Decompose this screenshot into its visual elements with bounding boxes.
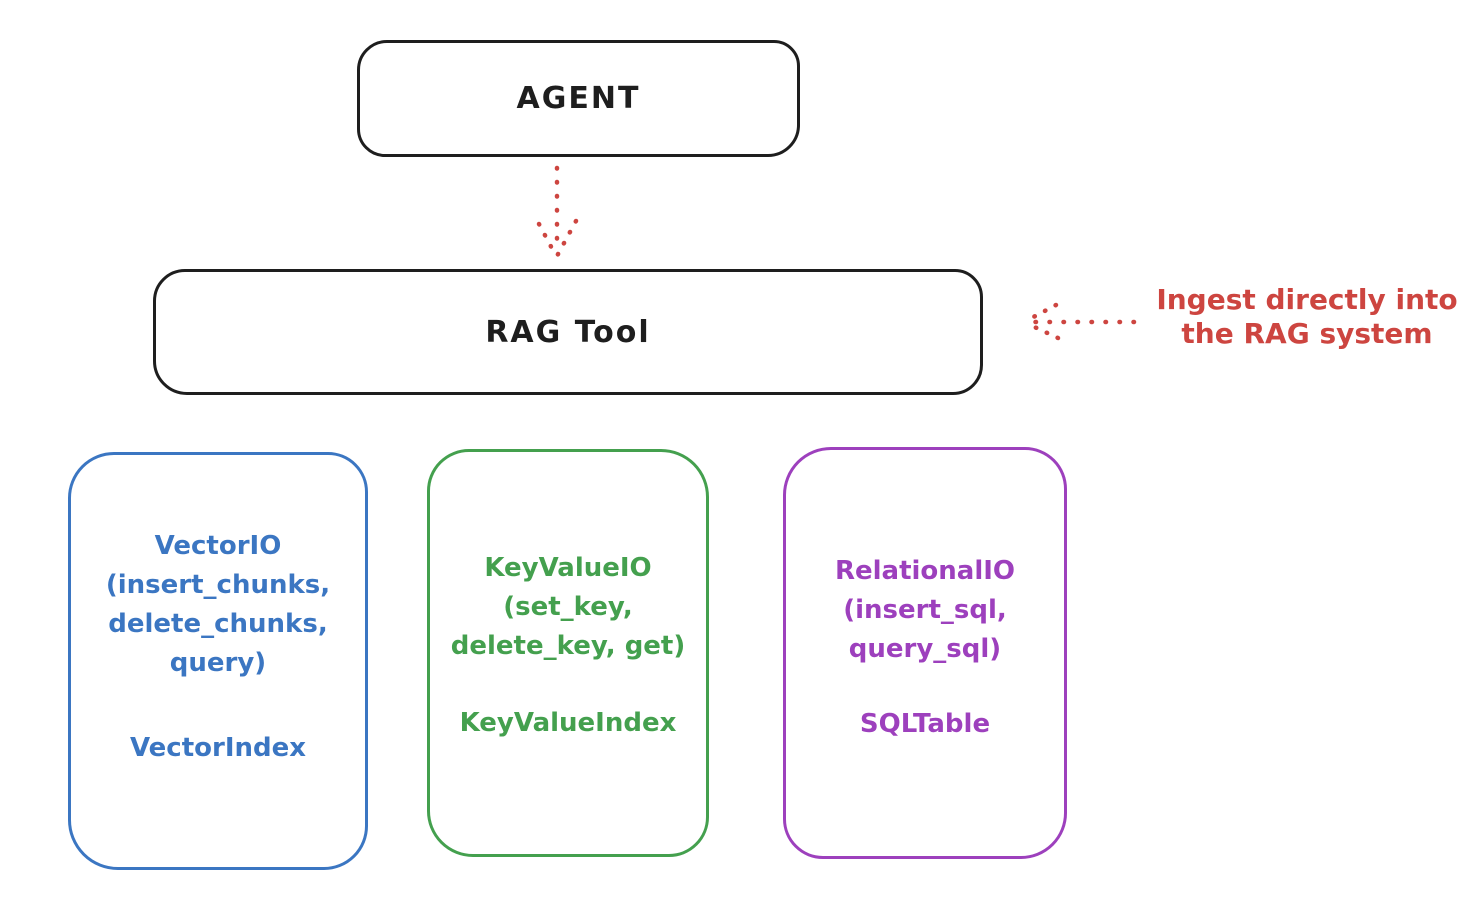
arrowhead-left-arm xyxy=(536,221,559,259)
vector-io-box: VectorIO (insert_chunks, delete_chunks, … xyxy=(68,452,368,870)
agent-node: AGENT xyxy=(357,40,800,157)
vector-io-title-line: delete_chunks, xyxy=(108,609,328,639)
keyvalue-io-title-line: delete_key, get) xyxy=(450,631,686,661)
vector-index-label: VectorIndex xyxy=(129,733,307,763)
annotation-line-1: Ingest directly into xyxy=(1156,283,1458,316)
annotation-dotted-arrow xyxy=(1023,302,1137,341)
keyvalue-io-title-line: KeyValueIO xyxy=(484,553,652,583)
vector-io-title-line: (insert_chunks, xyxy=(105,570,331,600)
agent-label: AGENT xyxy=(516,81,641,116)
keyvalue-io-box: KeyValueIO (set_key, delete_key, get) Ke… xyxy=(427,449,709,857)
keyvalue-index-label: KeyValueIndex xyxy=(459,708,677,738)
vector-io-title: VectorIO (insert_chunks, delete_chunks, … xyxy=(106,527,330,683)
relational-io-box: RelationalIO (insert_sql, query_sql) SQL… xyxy=(783,447,1067,859)
agent-to-ragtool-dotted-arrow xyxy=(536,165,579,259)
keyvalue-io-title-line: (set_key, xyxy=(503,592,633,622)
vector-io-title-line: query) xyxy=(169,648,267,678)
relational-io-title-line: RelationalIO xyxy=(834,556,1016,586)
sql-table-label: SQLTable xyxy=(859,709,991,739)
arrowhead-right-arm xyxy=(554,218,579,259)
annotation-line-2: the RAG system xyxy=(1181,317,1433,350)
rag-tool-label: RAG Tool xyxy=(485,314,651,350)
vector-io-title-line: VectorIO xyxy=(154,531,282,561)
arrowhead-bottom-arm xyxy=(1023,320,1061,341)
rag-tool-node: RAG Tool xyxy=(153,269,983,395)
relational-io-title: RelationalIO (insert_sql, query_sql) xyxy=(835,552,1015,669)
keyvalue-io-title: KeyValueIO (set_key, delete_key, get) xyxy=(451,549,686,666)
relational-io-title-line: query_sql) xyxy=(848,634,1002,664)
annotation-text: Ingest directly into the RAG system xyxy=(1140,283,1474,351)
relational-io-title-line: (insert_sql, xyxy=(843,595,1007,625)
arrowhead-top-arm xyxy=(1023,302,1059,324)
